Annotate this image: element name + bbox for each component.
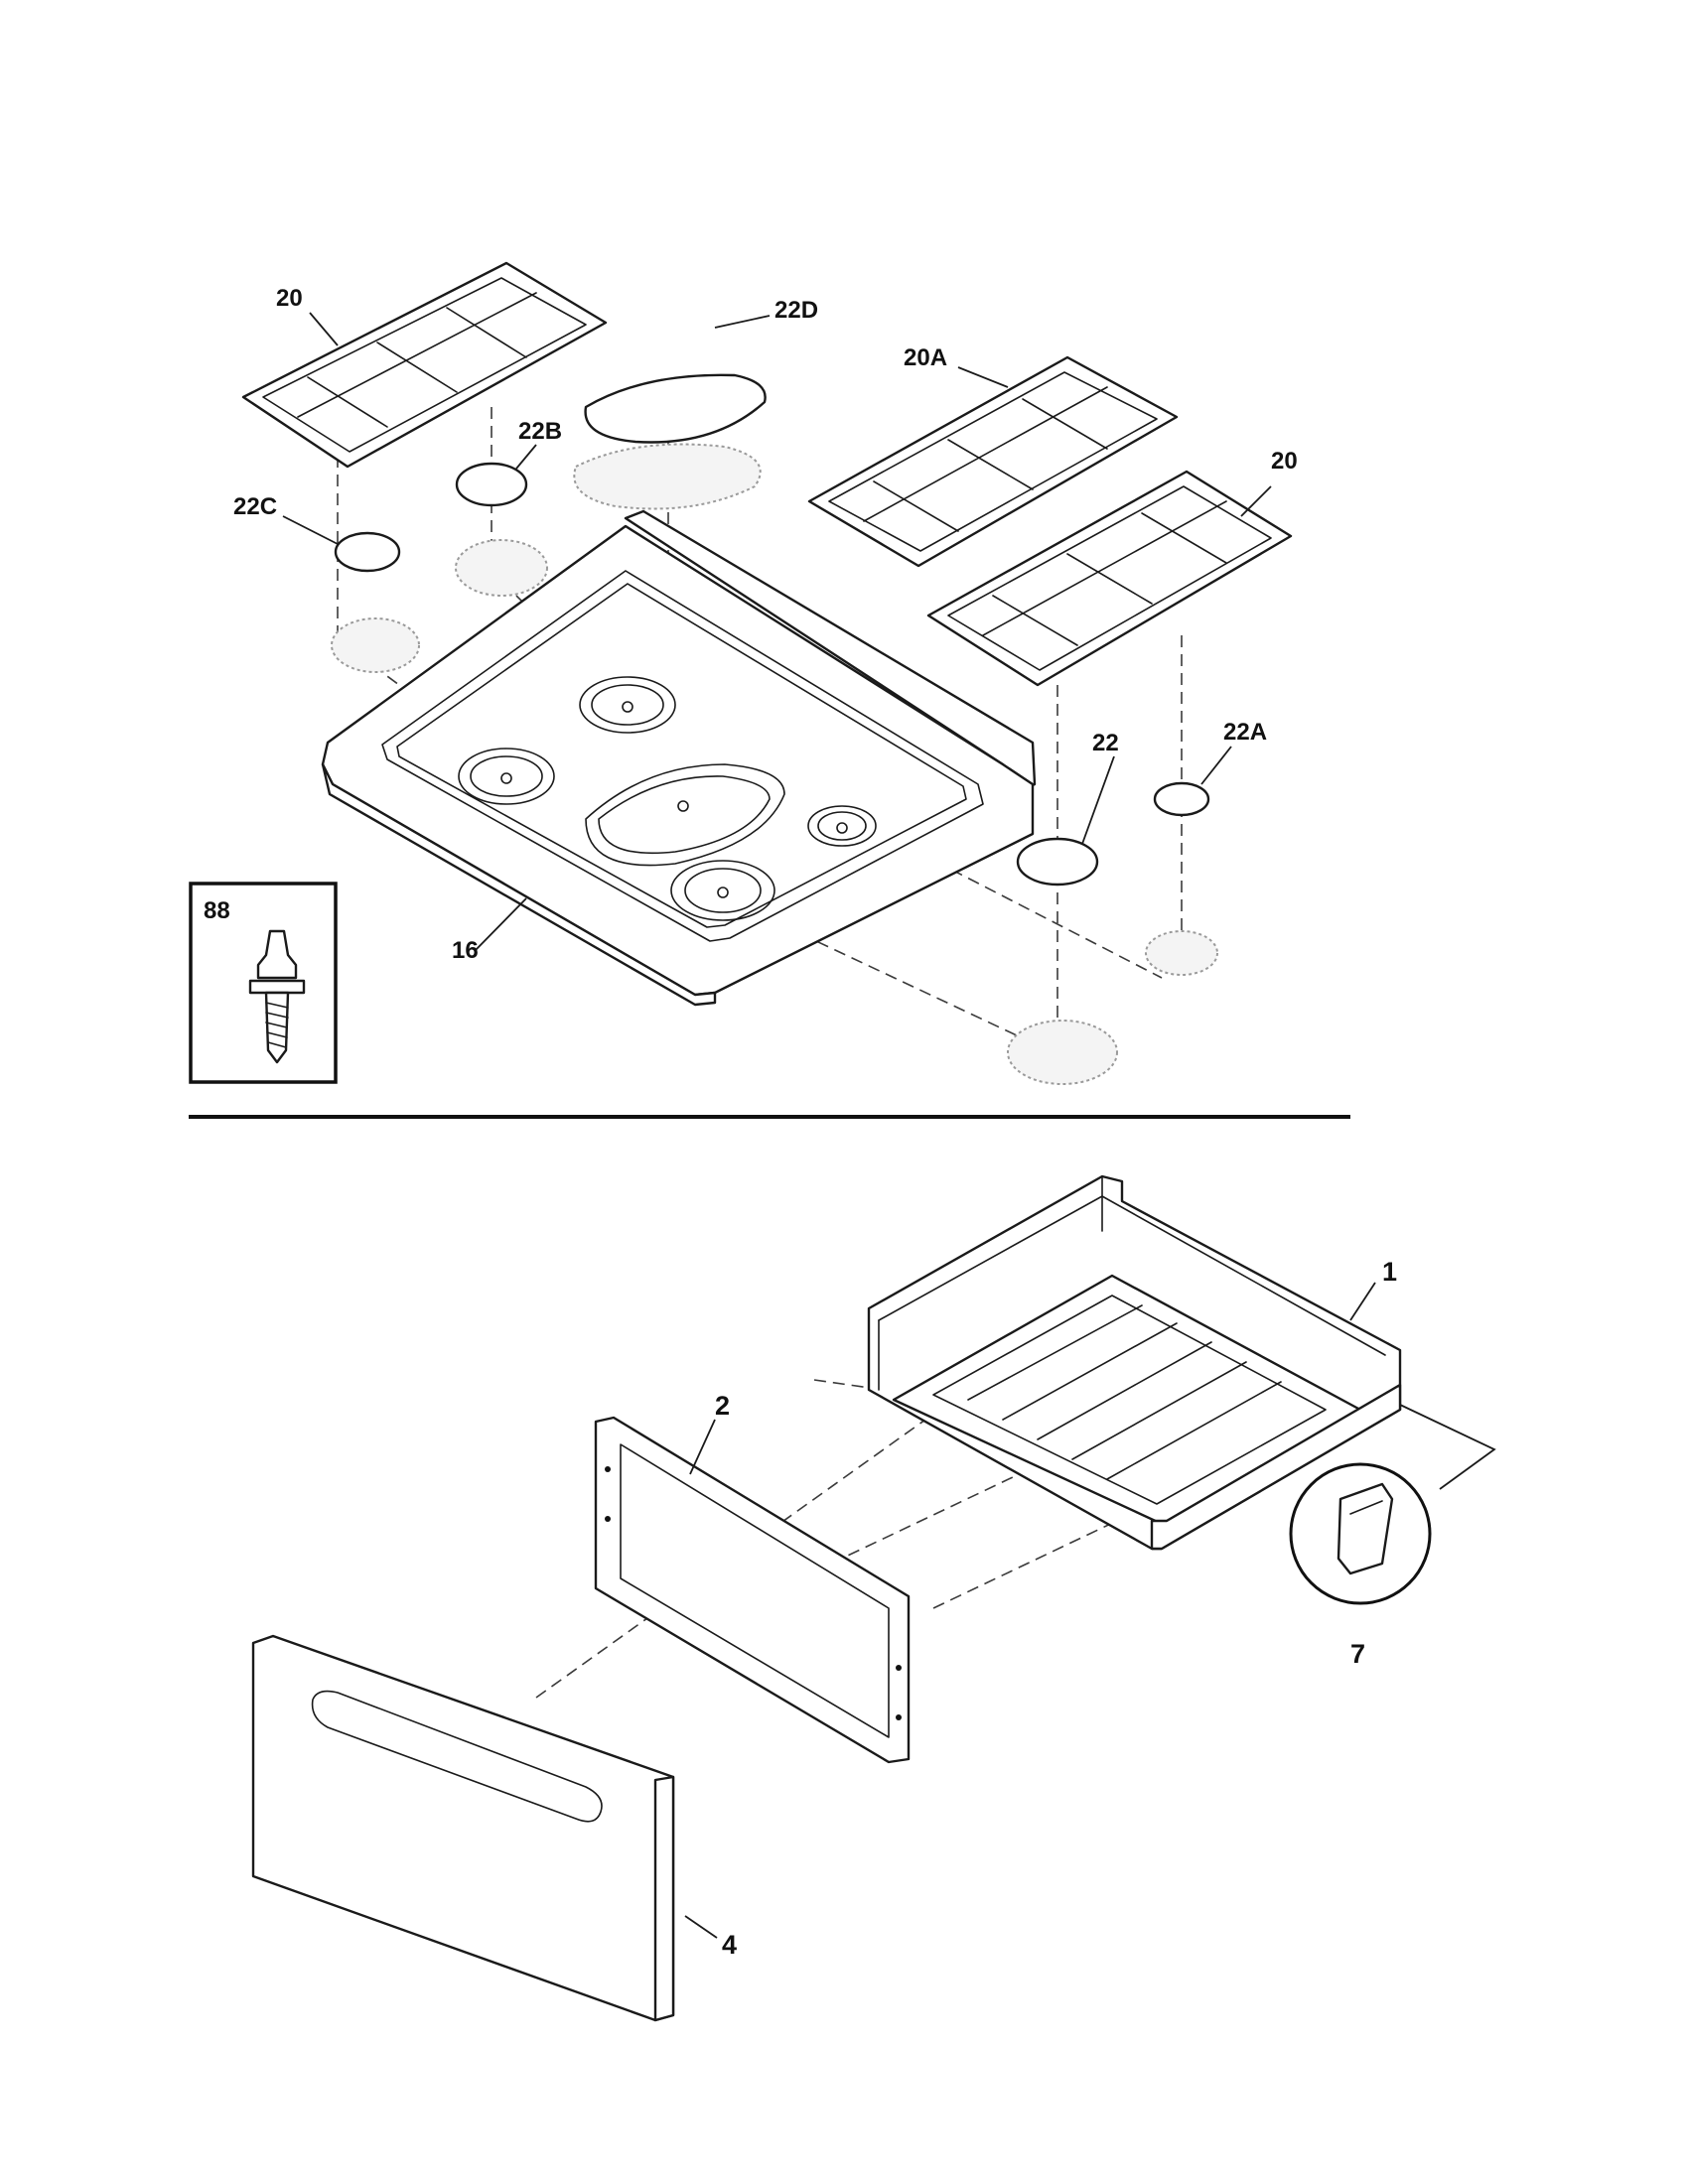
burner-base-right-front [1007,1020,1118,1085]
clip-callout [1289,1404,1496,1605]
grate-right [926,470,1293,687]
drawer-liner [594,1416,911,1764]
screw-shank [264,991,290,1064]
cap-22b [455,462,528,507]
cap-22 [1016,837,1099,887]
burner-base-left-front [455,539,548,597]
leaders-top [282,312,1272,952]
label-cooktop: 16 [452,937,479,964]
cap-22c [334,531,401,573]
screw-head [256,929,298,980]
grate-left [241,261,608,469]
label-cap-22d: 22D [774,297,818,324]
burner-base-oval [573,443,762,510]
label-grate-right: 20 [1271,448,1298,475]
drawer-front [251,1634,675,2022]
burner-base-right-rear [1145,930,1218,976]
burner-base-left-rear [331,617,420,673]
leaders-bottom [684,1282,1376,1939]
label-cap-22c: 22C [233,493,277,520]
label-drawer-front: 4 [722,1930,737,1960]
screw-inset [189,882,338,1084]
grate-20a [807,355,1179,568]
label-drawer-body: 1 [1382,1257,1397,1287]
drawer-handle-recess [311,1690,603,1823]
cap-22a [1153,781,1210,817]
cap-22d [584,373,767,444]
label-grate-left: 20 [276,285,303,312]
burner-bases [331,443,1218,1085]
label-cap-22b: 22B [518,418,562,445]
label-cap-22a: 22A [1223,719,1267,746]
burner-caps [334,373,1210,887]
cooktop [321,509,1037,1007]
label-clip: 7 [1350,1639,1365,1669]
label-grate-20a: 20A [904,344,947,371]
label-cap-22: 22 [1092,730,1119,756]
drawer-body [867,1174,1402,1551]
clip-icon [1336,1482,1394,1575]
label-drawer-liner: 2 [715,1391,730,1421]
label-screw: 88 [204,897,230,924]
